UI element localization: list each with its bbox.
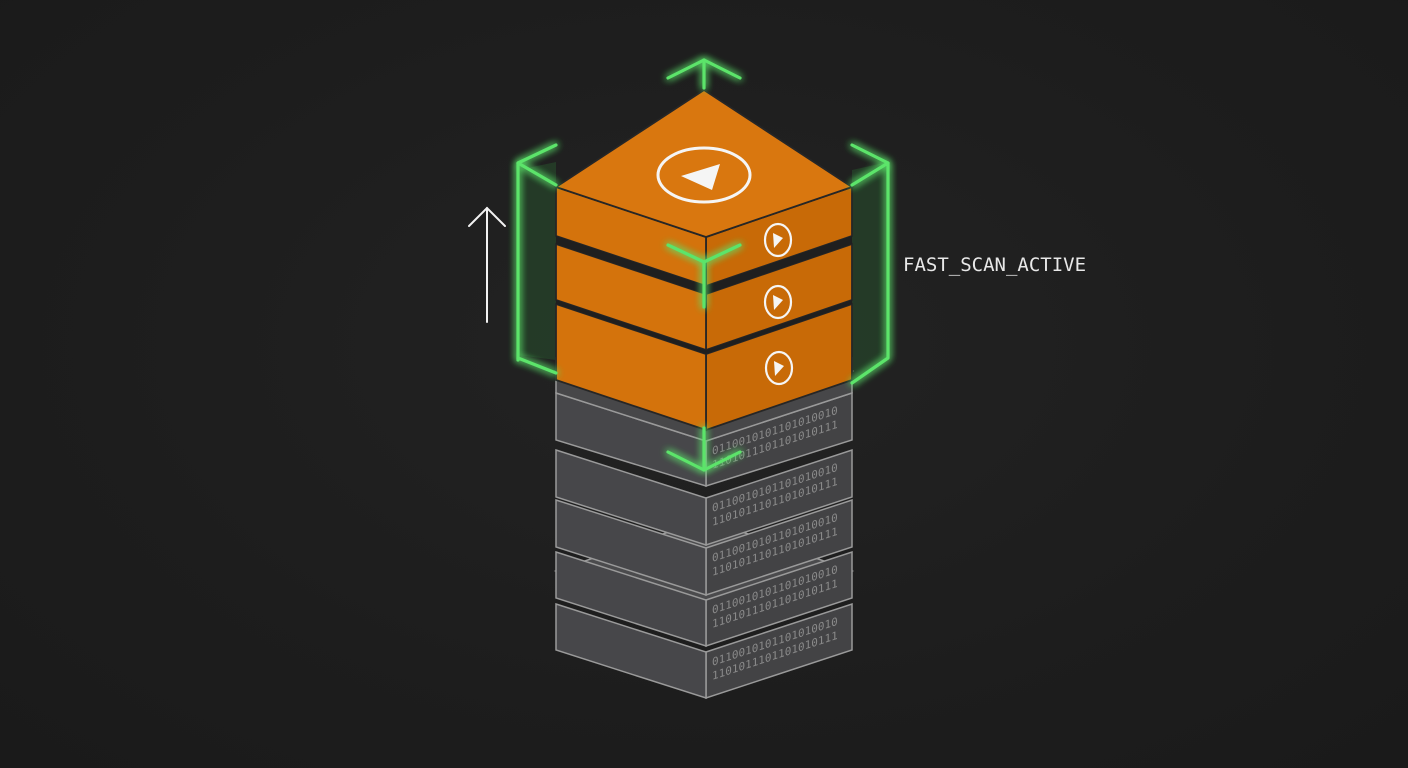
selection-glow (518, 162, 888, 385)
play-icon (763, 222, 793, 258)
play-icon (763, 284, 793, 320)
up-arrow-icon (468, 206, 506, 323)
active-layer-2 (555, 242, 853, 354)
active-layer-1 (553, 88, 855, 294)
selection-bracket-icon (516, 58, 890, 472)
status-label: FAST_SCAN_ACTIVE (903, 254, 1086, 276)
data-layer-5: 0110010101101010010 1101011101101010111 (555, 602, 853, 700)
play-icon (764, 350, 794, 386)
play-icon (656, 146, 752, 204)
active-layer-stack (553, 88, 855, 432)
active-layer-3 (555, 302, 853, 432)
